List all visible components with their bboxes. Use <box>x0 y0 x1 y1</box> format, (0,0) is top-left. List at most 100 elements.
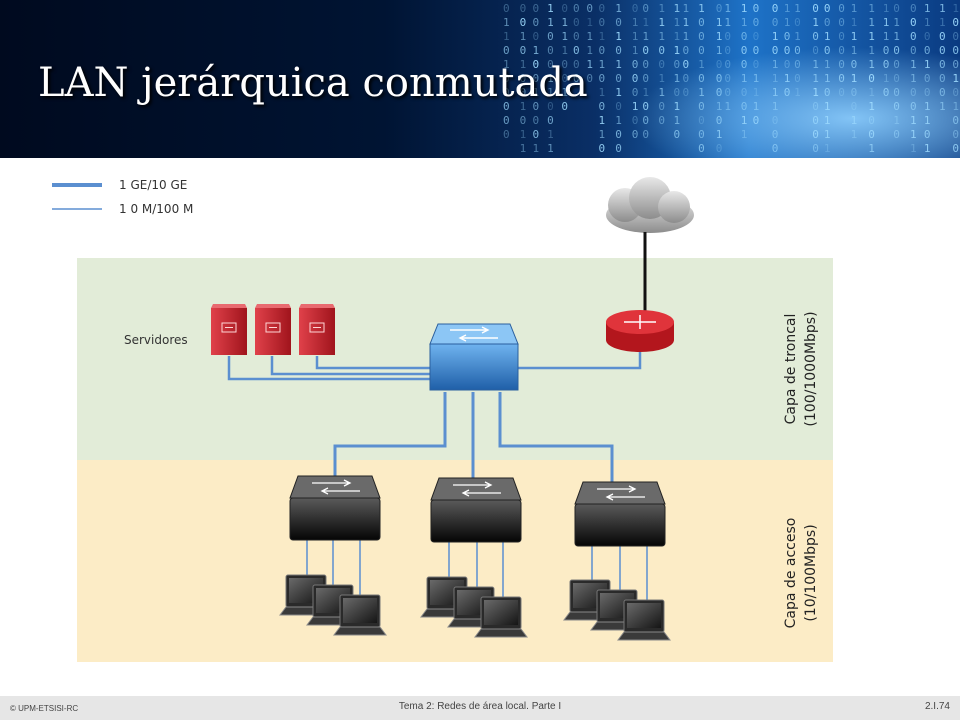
svg-text:0: 0 <box>851 58 858 71</box>
svg-text:0: 0 <box>520 156 527 158</box>
svg-text:1: 1 <box>851 44 858 57</box>
svg-text:0: 0 <box>520 114 527 127</box>
svg-text:1: 1 <box>824 128 831 141</box>
svg-text:0: 0 <box>698 142 705 155</box>
svg-text:0: 0 <box>883 86 890 99</box>
svg-text:0: 0 <box>632 58 639 71</box>
svg-text:0: 0 <box>503 86 510 99</box>
svg-text:1: 1 <box>598 156 605 158</box>
svg-text:1: 1 <box>741 72 748 85</box>
svg-text:0: 0 <box>924 44 931 57</box>
svg-text:1: 1 <box>952 2 959 15</box>
svg-text:0: 0 <box>615 128 622 141</box>
svg-text:0: 0 <box>838 58 845 71</box>
svg-text:1: 1 <box>893 16 900 29</box>
svg-text:0: 0 <box>724 86 731 99</box>
access-switch-icon <box>574 481 666 547</box>
svg-text:1: 1 <box>698 58 705 71</box>
svg-text:0: 0 <box>753 2 760 15</box>
svg-text:1: 1 <box>893 30 900 43</box>
svg-text:1: 1 <box>772 58 779 71</box>
svg-text:0: 0 <box>812 114 819 127</box>
laptop-icon <box>333 594 387 636</box>
svg-text:1: 1 <box>547 2 554 15</box>
svg-text:1: 1 <box>794 2 801 15</box>
svg-text:0: 0 <box>952 114 959 127</box>
svg-text:0: 0 <box>533 58 540 71</box>
footer: © UPM-ETSISI-RC Tema 2: Redes de área lo… <box>0 696 960 720</box>
svg-text:1: 1 <box>658 2 665 15</box>
svg-text:0: 0 <box>503 128 510 141</box>
svg-text:0: 0 <box>598 142 605 155</box>
svg-text:1: 1 <box>939 2 946 15</box>
svg-text:0: 0 <box>772 16 779 29</box>
svg-text:1: 1 <box>824 142 831 155</box>
footer-subject: Tema 2: Redes de área local. Parte I <box>398 701 562 712</box>
svg-text:1: 1 <box>503 16 510 29</box>
svg-text:1: 1 <box>598 86 605 99</box>
svg-text:0: 0 <box>952 44 959 57</box>
footer-copyright: © UPM-ETSISI-RC <box>10 704 79 713</box>
svg-text:0: 0 <box>910 86 917 99</box>
svg-text:0: 0 <box>698 16 705 29</box>
core-switch-icon <box>429 323 519 391</box>
svg-text:0: 0 <box>698 114 705 127</box>
access-layer-label: Capa de acceso (10/100Mbps) <box>783 517 819 629</box>
server-icon <box>211 304 247 355</box>
svg-text:1: 1 <box>547 142 554 155</box>
svg-text:0: 0 <box>520 86 527 99</box>
svg-text:0: 0 <box>533 72 540 85</box>
svg-text:0: 0 <box>683 86 690 99</box>
svg-text:0: 0 <box>520 44 527 57</box>
svg-text:0: 0 <box>698 72 705 85</box>
svg-text:1: 1 <box>753 100 760 113</box>
page-title: LAN jerárquica conmutada <box>38 60 588 106</box>
svg-text:0: 0 <box>812 44 819 57</box>
svg-text:0: 0 <box>632 72 639 85</box>
svg-text:0: 0 <box>698 100 705 113</box>
svg-text:1: 1 <box>924 16 931 29</box>
svg-text:0: 0 <box>939 72 946 85</box>
svg-text:1: 1 <box>812 16 819 29</box>
svg-text:1: 1 <box>794 30 801 43</box>
svg-text:0: 0 <box>698 30 705 43</box>
svg-text:1: 1 <box>868 86 875 99</box>
svg-text:1: 1 <box>561 86 568 99</box>
svg-text:1: 1 <box>741 128 748 141</box>
svg-text:1: 1 <box>520 58 527 71</box>
svg-text:0: 0 <box>838 30 845 43</box>
svg-text:0: 0 <box>753 58 760 71</box>
svg-text:0: 0 <box>674 58 681 71</box>
svg-text:0: 0 <box>784 44 791 57</box>
access-pcs <box>279 574 671 641</box>
svg-text:0: 0 <box>615 100 622 113</box>
svg-text:0: 0 <box>573 30 580 43</box>
svg-text:0: 0 <box>716 114 723 127</box>
svg-text:0: 0 <box>893 100 900 113</box>
pc-links <box>306 540 648 600</box>
svg-text:0: 0 <box>533 114 540 127</box>
svg-text:1: 1 <box>952 156 959 158</box>
svg-text:0: 0 <box>533 30 540 43</box>
svg-text:0: 0 <box>547 44 554 57</box>
svg-text:0: 0 <box>824 16 831 29</box>
svg-text:0: 0 <box>724 30 731 43</box>
svg-text:0: 0 <box>547 30 554 43</box>
svg-text:0: 0 <box>598 44 605 57</box>
svg-text:1: 1 <box>716 44 723 57</box>
svg-text:0: 0 <box>868 156 875 158</box>
svg-text:1: 1 <box>533 86 540 99</box>
svg-text:0: 0 <box>658 44 665 57</box>
svg-text:1: 1 <box>674 16 681 29</box>
svg-text:1: 1 <box>868 44 875 57</box>
svg-text:0: 0 <box>642 58 649 71</box>
internet-cloud-icon <box>606 177 694 233</box>
svg-text:1: 1 <box>851 128 858 141</box>
svg-text:1: 1 <box>674 72 681 85</box>
svg-text:1: 1 <box>851 2 858 15</box>
svg-text:1: 1 <box>598 30 605 43</box>
network-diagram <box>52 177 833 662</box>
svg-text:0: 0 <box>503 114 510 127</box>
svg-text:0: 0 <box>698 128 705 141</box>
svg-text:0: 0 <box>812 2 819 15</box>
